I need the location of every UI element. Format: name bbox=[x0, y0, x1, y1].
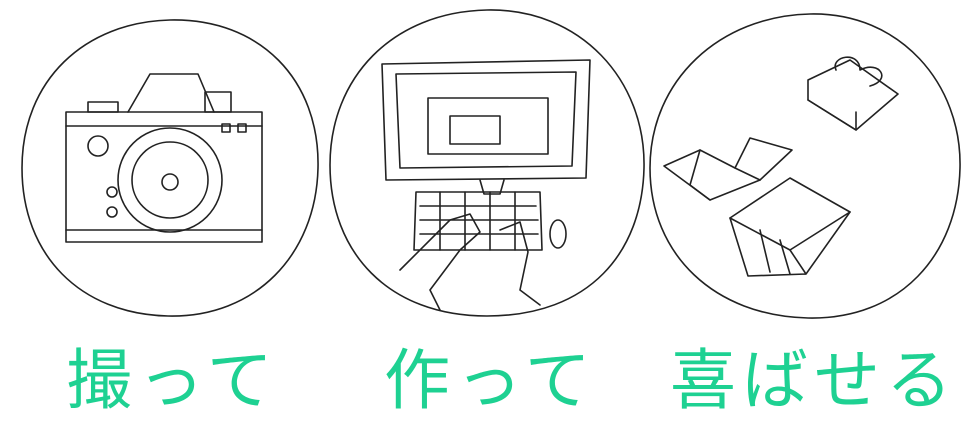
keyboard-icon bbox=[413, 191, 543, 251]
monitor-icon bbox=[381, 59, 591, 195]
small-gift-icon bbox=[807, 56, 899, 131]
open-box-icon bbox=[729, 177, 851, 277]
caption-make: 作って bbox=[384, 342, 597, 419]
caption-delight: 喜ばせる bbox=[670, 342, 958, 419]
hands-icon bbox=[399, 213, 541, 311]
mouse-icon bbox=[549, 219, 567, 249]
sketch-circle bbox=[21, 19, 319, 317]
book-icon bbox=[663, 137, 793, 201]
gift-illustration bbox=[649, 13, 961, 319]
computer-illustration bbox=[329, 9, 645, 317]
sketch-circle bbox=[329, 9, 645, 317]
sketch-circle bbox=[649, 13, 961, 319]
camera-icon bbox=[65, 73, 263, 243]
camera-illustration bbox=[21, 19, 319, 317]
caption-shoot: 撮って bbox=[66, 342, 279, 419]
